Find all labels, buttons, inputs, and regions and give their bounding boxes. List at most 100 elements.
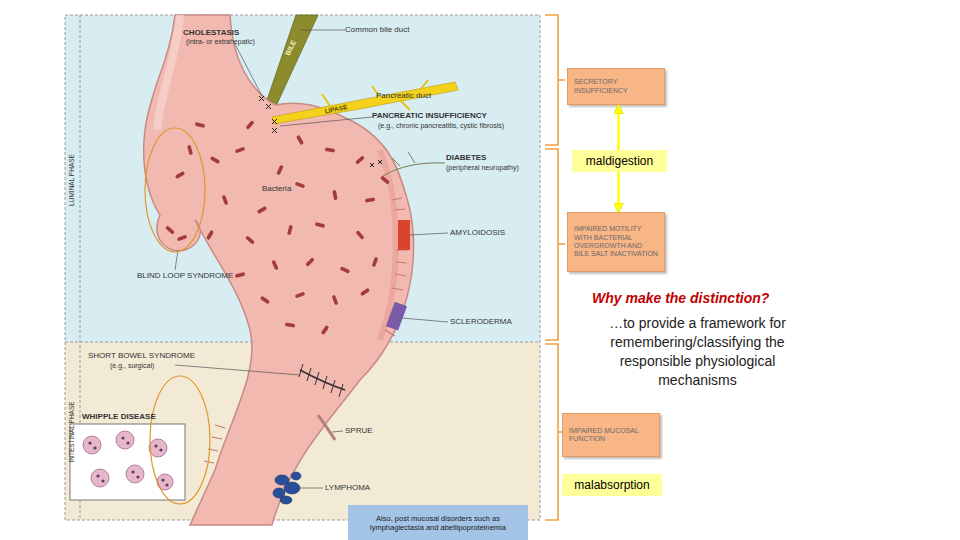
duct-branch (420, 80, 428, 90)
bacterium (360, 288, 370, 297)
bacterium (210, 156, 220, 164)
x-mark (272, 119, 277, 124)
leader-line (280, 117, 372, 126)
anatomy-label: BLIND LOOP SYNDROME (137, 271, 233, 280)
bacterium (305, 257, 315, 267)
anatomy-label: SCLERODERMA (450, 317, 512, 326)
anatomy-label: Common bile duct (345, 25, 409, 34)
leaders (175, 30, 448, 488)
bacterium (296, 135, 304, 145)
villus (396, 262, 407, 263)
x-mark (378, 160, 382, 164)
phase-label: INTESTINAL PHASE (68, 401, 75, 462)
mechanism-box: SECRETORY INSUFFICIENCY (567, 68, 665, 105)
granule (159, 448, 162, 451)
granule (161, 478, 164, 481)
villus (385, 330, 395, 336)
bacterium (287, 225, 293, 236)
bacterium (340, 266, 351, 273)
anatomy-label: SPRUE (345, 426, 373, 435)
stitch (323, 376, 327, 389)
leader-line (332, 431, 343, 432)
granule (165, 483, 168, 486)
bacterium (295, 292, 306, 299)
leader-line (300, 488, 323, 489)
leader-line (300, 30, 345, 31)
bacterium (206, 230, 214, 240)
villus (392, 288, 403, 290)
mechanism-box: IMPAIRED MUCOSAL FUNCTION (562, 413, 660, 457)
bile-duct (267, 15, 318, 104)
bacterium (235, 147, 246, 154)
box-text: malabsorption (574, 478, 649, 492)
anatomy-label: LYMPHOMA (325, 483, 370, 492)
stitch (331, 380, 335, 393)
bacterium (245, 120, 254, 130)
bacterium (285, 322, 295, 327)
box-text: Also, post mucosal disorders such as lym… (354, 514, 522, 532)
granule (131, 470, 134, 473)
lymphoma-cells (273, 472, 301, 504)
anatomy-label: CHOLESTASIS (183, 28, 239, 37)
bacterium (175, 171, 185, 179)
x-mark (370, 163, 374, 167)
anatomy-label: (peripheral neuropathy) (446, 164, 519, 172)
macrophage (149, 439, 167, 457)
bacterium (276, 165, 283, 176)
bacterium (365, 197, 375, 202)
highlight-ellipse (145, 128, 205, 252)
villus (212, 437, 222, 439)
macrophages (83, 431, 173, 490)
block-marks (259, 96, 382, 167)
anatomy-label: PANCREATIC INSUFFICIENCY (372, 111, 487, 120)
granule (126, 441, 129, 444)
bracket (545, 149, 558, 340)
granule (101, 479, 104, 482)
arrow-connector (617, 172, 620, 212)
anatomy-label: (e.g., surgical) (110, 362, 154, 370)
box-text: SECRETORY INSUFFICIENCY (574, 78, 658, 95)
bacterium (295, 182, 306, 189)
x-mark (266, 104, 271, 109)
bacterium (187, 145, 193, 156)
anatomy-label: BILE (284, 39, 298, 57)
category-box: maldigestion (572, 150, 667, 172)
duct-branch (322, 94, 330, 106)
box-text: maldigestion (586, 154, 653, 168)
anatomy-label: (e.g., chronic pancreatitis, cystic fibr… (378, 122, 504, 130)
bacterium (372, 257, 379, 268)
bacterium (321, 325, 330, 335)
villus (395, 274, 406, 276)
anatomy-label: (intra- or extrahepatic) (186, 38, 255, 46)
bracket (545, 344, 558, 520)
granule (93, 446, 96, 449)
villus (394, 209, 405, 210)
bracket-tick (558, 79, 565, 81)
category-box: malabsorption (562, 474, 662, 496)
villus (215, 425, 225, 428)
anatomy-label: WHIPPLE DISEASE (82, 412, 156, 421)
bracket (545, 15, 558, 145)
tumor-cell (284, 482, 300, 494)
villus (392, 198, 402, 200)
macrophage (116, 431, 134, 449)
granule (96, 474, 99, 477)
stitch (315, 372, 319, 385)
villus (204, 461, 214, 463)
anatomy-label: Bacteria (262, 184, 291, 193)
phase-label: LUMINAL PHASE (68, 154, 75, 206)
tumor-cell (280, 496, 292, 504)
macrophage (91, 469, 109, 487)
granule (136, 475, 139, 478)
slide-text: …to provide a framework for remembering/… (585, 314, 810, 390)
tumor-cell (291, 472, 301, 480)
bacterium (245, 235, 255, 244)
nerve (383, 152, 445, 176)
bacterium (271, 260, 278, 271)
arrow-connector (617, 105, 620, 150)
whipple-inset (70, 424, 185, 500)
bacterium (355, 230, 364, 240)
bacterium (260, 296, 270, 305)
